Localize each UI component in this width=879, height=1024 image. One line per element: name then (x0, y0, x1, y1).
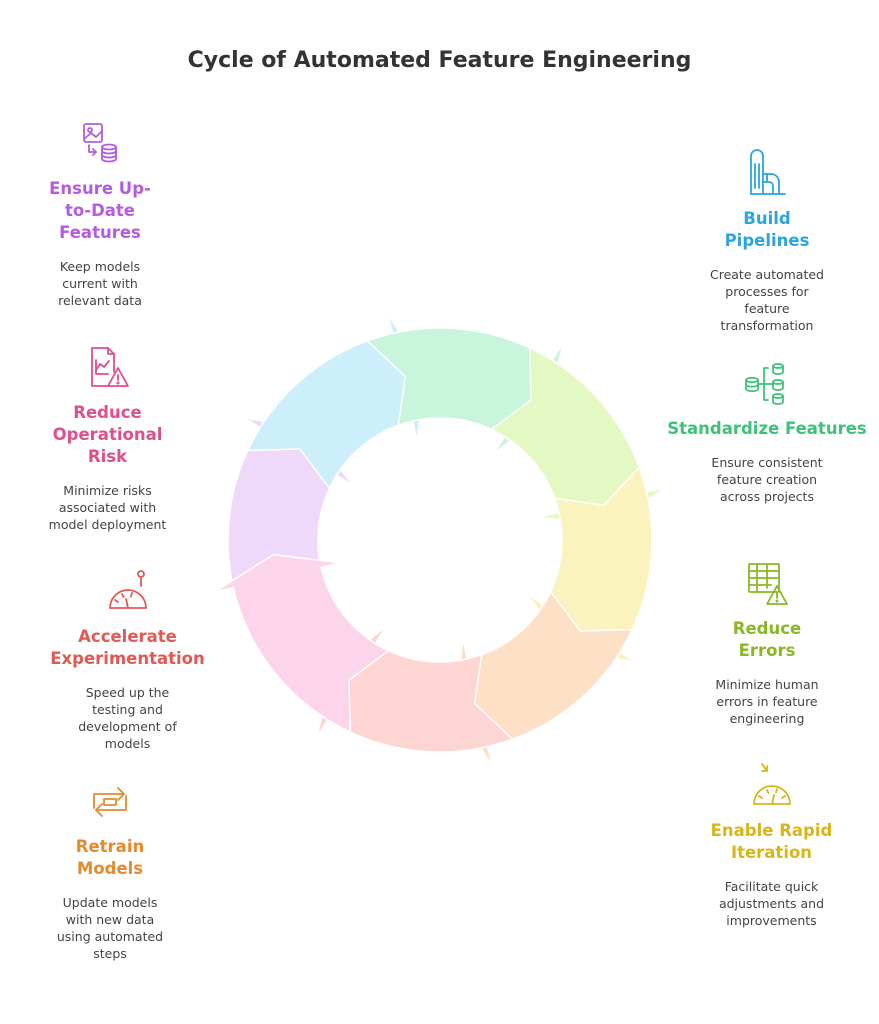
speedometer-arrow-icon (752, 763, 791, 805)
step-heading: Build Pipelines (724, 209, 810, 250)
image-to-database-icon (83, 123, 117, 163)
cycle-ring (213, 313, 667, 767)
pipeline-building-icon (750, 149, 786, 195)
step-heading: Standardize Features (667, 419, 867, 438)
step-heading: Accelerate Experimentation (50, 627, 205, 668)
chart-warning-icon (90, 347, 129, 387)
step-description: Update models with new data using automa… (56, 895, 164, 961)
step-standardize-features: Standardize Features Ensure consistent f… (667, 358, 867, 505)
step-heading: Reduce Operational Risk (52, 403, 163, 466)
step-description: Keep models current with relevant data (58, 259, 142, 308)
step-description: Minimize risks associated with model dep… (48, 483, 167, 532)
diagram-title: Cycle of Automated Feature Engineering (187, 48, 692, 73)
step-heading: Retrain Models (75, 837, 145, 878)
step-description: Create automated processes for feature t… (709, 267, 824, 333)
retrain-arrows-icon (93, 787, 127, 817)
step-description: Minimize human errors in feature enginee… (715, 677, 819, 726)
step-enable-rapid-iteration: Enable Rapid Iteration Facilitate quick … (669, 760, 874, 929)
speedometer-icon (108, 570, 147, 609)
step-retrain-models: Retrain Models Update models with new da… (15, 776, 205, 962)
step-reduce-errors: Reduce Errors Minimize human errors in f… (667, 558, 867, 727)
step-ensure-up-to-date-features: Ensure Up-to-Date Features Keep models c… (10, 118, 190, 309)
step-accelerate-experimentation: Accelerate Experimentation Speed up the … (30, 566, 225, 752)
table-warning-icon (748, 563, 788, 605)
step-heading: Reduce Errors (732, 619, 802, 660)
step-description: Speed up the testing and development of … (78, 685, 177, 751)
step-heading: Ensure Up-to-Date Features (49, 179, 151, 242)
step-build-pipelines: Build Pipelines Create automated process… (667, 148, 867, 334)
step-description: Facilitate quick adjustments and improve… (718, 879, 825, 928)
cycle-arrow-8 (213, 553, 390, 733)
database-hierarchy-icon (745, 363, 784, 405)
step-reduce-operational-risk: Reduce Operational Risk Minimize risks a… (15, 342, 200, 533)
step-description: Ensure consistent feature creation acros… (711, 455, 823, 504)
step-heading: Enable Rapid Iteration (710, 821, 833, 862)
